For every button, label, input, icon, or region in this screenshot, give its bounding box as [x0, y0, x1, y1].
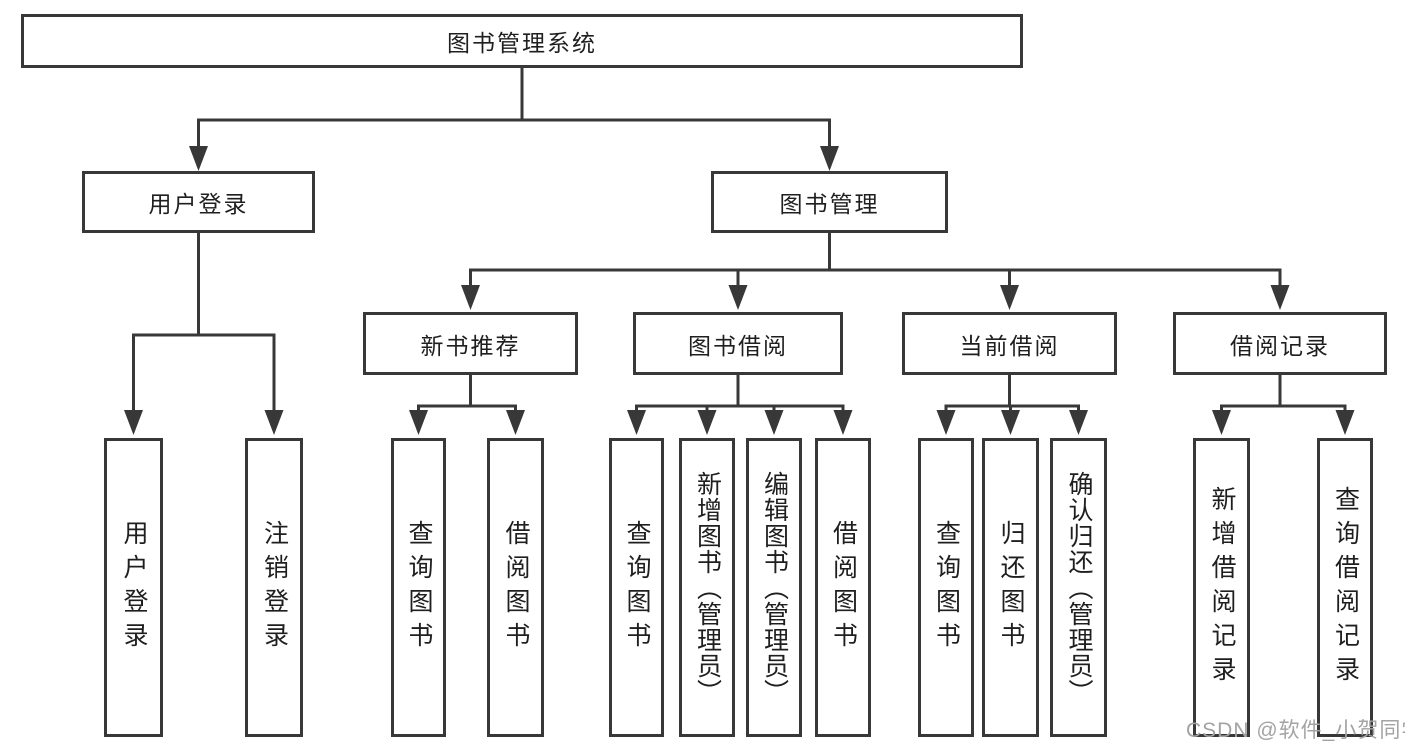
leaf-user-login: 用户登录 — [104, 438, 163, 737]
node-label: 注销登录 — [260, 519, 289, 656]
leaf-query-books: 查询图书 — [391, 438, 446, 737]
node-label: 新书推荐 — [420, 332, 521, 359]
node-label: 查询图书 — [623, 519, 651, 656]
node-current-borrowing: 当前借阅 — [902, 312, 1117, 375]
node-label: 确认归还（管理员） — [1065, 470, 1093, 705]
node-label: 当前借阅 — [959, 332, 1060, 359]
leaf-query-books: 查询图书 — [918, 438, 974, 737]
node-label: 查询借阅记录 — [1331, 485, 1360, 690]
node-label: 新增借阅记录 — [1208, 485, 1236, 690]
leaf-logout: 注销登录 — [245, 438, 303, 737]
node-library-management-system: 图书管理系统 — [21, 14, 1023, 68]
node-label: 编辑图书（管理员） — [760, 470, 789, 705]
node-label: 借阅记录 — [1230, 332, 1330, 359]
leaf-add-borrow-record: 新增借阅记录 — [1193, 438, 1250, 737]
node-new-book-recommend: 新书推荐 — [363, 312, 578, 375]
leaf-query-books: 查询图书 — [609, 438, 664, 737]
node-label: 归还图书 — [997, 519, 1025, 656]
node-label: 新增图书（管理员） — [693, 470, 722, 705]
node-label: 借阅图书 — [502, 519, 530, 656]
node-label: 用户登录 — [120, 519, 148, 656]
leaf-add-books-admin: 新增图书（管理员） — [679, 438, 735, 737]
arrowheads — [124, 146, 1355, 435]
csdn-watermark: CSDN @软件_小贺同学 — [1186, 719, 1405, 742]
node-label: 查询图书 — [405, 519, 433, 656]
node-borrowing-records: 借阅记录 — [1173, 312, 1387, 375]
leaf-borrow-books: 借阅图书 — [815, 438, 871, 737]
node-label: 图书借阅 — [688, 332, 788, 359]
leaf-return-books: 归还图书 — [982, 438, 1039, 737]
node-book-borrowing: 图书借阅 — [633, 312, 843, 375]
leaf-confirm-return-admin: 确认归还（管理员） — [1050, 438, 1107, 737]
node-book-management-branch: 图书管理 — [711, 171, 948, 233]
node-label: 借阅图书 — [829, 519, 858, 656]
node-label: 图书管理 — [779, 191, 880, 217]
leaf-query-borrow-record: 查询借阅记录 — [1317, 438, 1373, 737]
node-label: 图书管理系统 — [447, 30, 597, 56]
leaf-borrow-books: 借阅图书 — [487, 438, 544, 737]
leaf-edit-books-admin: 编辑图书（管理员） — [746, 438, 802, 737]
node-user-login-branch: 用户登录 — [82, 171, 315, 233]
node-label: 查询图书 — [932, 519, 961, 656]
node-label: 用户登录 — [148, 191, 249, 217]
